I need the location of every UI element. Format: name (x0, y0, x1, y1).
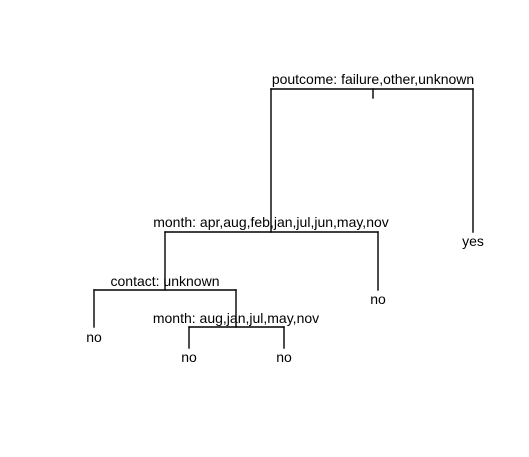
leaf-label-yes: yes (462, 233, 484, 249)
leaf-label-no: no (181, 349, 197, 365)
split-label-poutcome: poutcome: failure,other,unknown (272, 71, 474, 87)
split-poutcome: poutcome: failure,other,unknown (270, 71, 474, 233)
leaf-label-no: no (276, 349, 292, 365)
split-month-second: month: aug,jan,jul,may,nov (153, 310, 319, 349)
split-label-month-second: month: aug,jan,jul,may,nov (153, 310, 319, 326)
leaf-label-no: no (370, 291, 386, 307)
split-month-first: month: apr,aug,feb,jan,jul,jun,may,nov (153, 214, 389, 291)
split-contact: contact: unknown (93, 273, 237, 328)
split-label-month-first: month: apr,aug,feb,jan,jul,jun,may,nov (153, 214, 389, 230)
split-label-contact: contact: unknown (111, 273, 220, 289)
leaf-label-no: no (86, 329, 102, 345)
